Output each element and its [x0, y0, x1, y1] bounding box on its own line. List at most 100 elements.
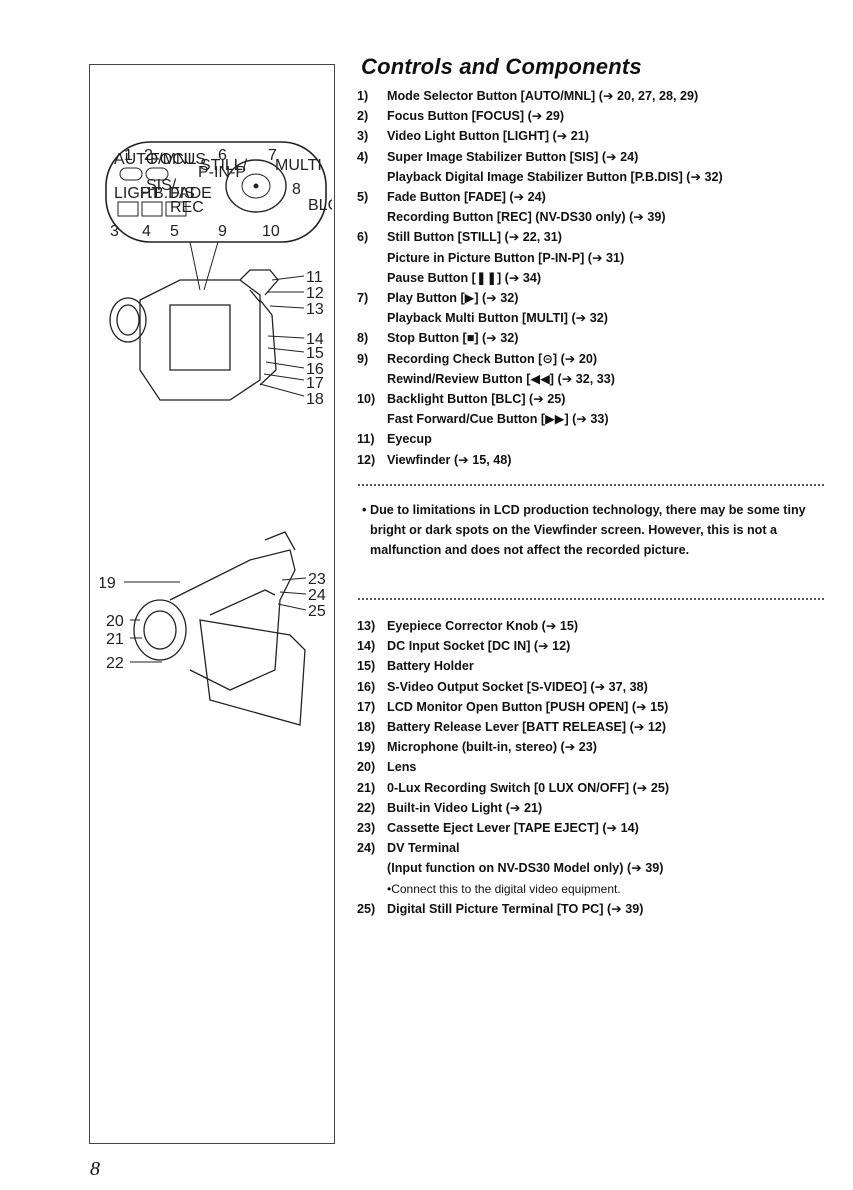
- list-item: 16)S-Video Output Socket [S-VIDEO] (➔ 37…: [357, 677, 837, 697]
- item-number: 11): [357, 432, 375, 447]
- page-title: Controls and Components: [361, 54, 642, 79]
- illustration-frame: [89, 64, 335, 1144]
- callout-number: 8: [292, 181, 301, 198]
- item-text: Backlight Button [BLC] (➔ 25): [387, 392, 566, 407]
- callout-number: 16: [306, 361, 324, 378]
- list-item: 11) Eyecup: [357, 429, 837, 449]
- item-text: Built-in Video Light (➔ 21): [387, 800, 543, 815]
- list-item: 10) Backlight Button [BLC] (➔ 25): [357, 389, 837, 409]
- item-number: 8): [357, 331, 369, 346]
- item-number: 6): [357, 230, 369, 245]
- dotted-divider: [358, 484, 824, 486]
- note-bullet: •: [362, 503, 367, 517]
- item-text: Play Button [▶] (➔ 32): [387, 291, 519, 306]
- list-item: 13)Eyepiece Corrector Knob (➔ 15): [357, 616, 837, 636]
- button-panel-outline: [105, 141, 327, 243]
- item-number: 22): [357, 800, 376, 815]
- note: • Due to limitations in LCD production t…: [362, 500, 828, 560]
- camcorder-top-illustration: AUTO/MNL FOCUS STILL/ P-IN-P MULTI SIS/ …: [105, 141, 332, 408]
- list-item: 9)Recording Check Button [⊝] (➔ 20): [357, 349, 837, 369]
- item-number: 5): [357, 190, 369, 205]
- item-number: 20): [357, 760, 376, 775]
- callout-number: 13: [306, 301, 324, 318]
- dotted-divider: [358, 598, 824, 600]
- callout-number: 7: [268, 147, 277, 164]
- components-list-1: 1) Mode Selector Button [AUTO/MNL] (➔ 20,…: [357, 86, 837, 470]
- item-text: Recording Check Button [⊝] (➔ 20): [387, 351, 598, 366]
- callout-number: 21: [106, 631, 124, 648]
- callout-number: 4: [142, 223, 151, 240]
- item-text: Eyecup: [387, 432, 432, 447]
- item-number: 18): [357, 720, 376, 735]
- item-number: 21): [357, 780, 376, 795]
- item-text: DV Terminal: [387, 841, 460, 856]
- note-text: Due to limitations in LCD production tec…: [370, 503, 806, 557]
- list-item: 24) DV Terminal: [357, 838, 837, 858]
- item-number: 25): [357, 901, 376, 916]
- item-text: Still Button [STILL] (➔ 22, 31): [387, 230, 562, 245]
- panel-label: STILL/: [200, 157, 248, 174]
- item-number: 3): [357, 129, 369, 144]
- item-number: 14): [357, 639, 376, 654]
- callout-number: 12: [306, 285, 324, 302]
- item-text: 0-Lux Recording Switch [0 LUX ON/OFF] (➔…: [387, 780, 670, 795]
- item-continuation: (Input function on NV-DS30 Model only) (…: [387, 861, 664, 876]
- item-number: 1): [357, 89, 369, 103]
- callout-number: 11: [306, 269, 323, 286]
- item-number: 12): [357, 452, 376, 467]
- item-continuation: Fast Forward/Cue Button [▶▶] (➔ 33): [387, 412, 609, 427]
- list-item: 18) Battery Release Lever [BATT RELEASE] …: [357, 717, 837, 737]
- callout-number: 1: [124, 147, 133, 164]
- item-text: Stop Button [■] (➔ 32): [387, 331, 519, 346]
- callout-number: 6: [218, 147, 227, 164]
- panel-label: P.B.DIS: [140, 185, 195, 202]
- item-number: 16): [357, 679, 376, 694]
- components-list-2: 13)Eyepiece Corrector Knob (➔ 15) 14) DC I…: [357, 616, 837, 919]
- item-text: Cassette Eject Lever [TAPE EJECT] (➔ 14): [387, 821, 639, 836]
- item-number: 24): [357, 841, 376, 856]
- panel-label: MULTI: [275, 157, 322, 174]
- list-item: 2)Focus Button [FOCUS] (➔ 29): [357, 106, 837, 126]
- item-continuation: Rewind/Review Button [◀◀] (➔ 32, 33): [387, 371, 615, 386]
- callout-number: 14: [306, 331, 324, 348]
- camcorder-front-illustration: 19 20 21 22 23 24 25: [100, 531, 326, 726]
- list-item: 19)Microphone (built-in, stereo) (➔ 23): [357, 737, 837, 757]
- item-continuation: Pause Button [❚❚] (➔ 34): [387, 270, 542, 285]
- item-subnote: •Connect this to the digital video equip…: [387, 881, 621, 896]
- callout-number: 18: [306, 391, 324, 408]
- item-text: Battery Release Lever [BATT RELEASE] (➔ …: [387, 720, 667, 735]
- item-continuation: Playback Multi Button [MULTI] (➔ 32): [387, 311, 608, 326]
- callout-number: 15: [306, 345, 324, 362]
- callout-number: 17: [306, 375, 324, 392]
- item-number: 23): [357, 821, 376, 836]
- callout-number: 19: [100, 575, 116, 592]
- callout-number: 25: [308, 603, 326, 620]
- callout-number: 10: [262, 223, 280, 240]
- list-item: 17)LCD Monitor Open Button [PUSH OPEN] (…: [357, 697, 837, 717]
- item-text: Focus Button [FOCUS] (➔ 29): [387, 109, 565, 124]
- item-text: Eyepiece Corrector Knob (➔ 15): [387, 619, 579, 633]
- list-item: 1) Mode Selector Button [AUTO/MNL] (➔ 20,…: [357, 86, 837, 106]
- item-text: Mode Selector Button [AUTO/MNL] (➔ 20, 2…: [387, 89, 699, 103]
- list-item: 20) Lens: [357, 757, 837, 777]
- item-text: DC Input Socket [DC IN] (➔ 12): [387, 639, 571, 654]
- list-item: 21) 0-Lux Recording Switch [0 LUX ON/OFF]…: [357, 778, 837, 798]
- item-text: Lens: [387, 760, 417, 775]
- list-item: 8) Stop Button [■] (➔ 32): [357, 328, 837, 348]
- item-continuation: Picture in Picture Button [P-IN-P] (➔ 31…: [387, 250, 625, 265]
- panel-label: AUTO/MNL: [114, 151, 196, 168]
- list-item: 3)Video Light Button [LIGHT] (➔ 21): [357, 126, 837, 146]
- list-item: 6) Still Button [STILL] (➔ 22, 31): [357, 227, 837, 247]
- item-text: LCD Monitor Open Button [PUSH OPEN] (➔ 1…: [387, 699, 669, 714]
- list-item: 15)Battery Holder: [357, 656, 837, 676]
- panel-label: SIS/: [146, 177, 177, 194]
- item-text: Fade Button [FADE] (➔ 24): [387, 190, 546, 205]
- item-text: Microphone (built-in, stereo) (➔ 23): [387, 740, 597, 755]
- item-number: 4): [357, 149, 369, 164]
- list-item: 14) DC Input Socket [DC IN] (➔ 12): [357, 636, 837, 656]
- callout-number: 23: [308, 571, 326, 588]
- item-continuation: Recording Button [REC] (NV-DS30 only) (➔…: [387, 210, 666, 225]
- item-number: 10): [357, 392, 376, 407]
- item-text: Digital Still Picture Terminal [TO PC] (…: [387, 901, 644, 916]
- panel-label: LIGHT: [114, 185, 161, 202]
